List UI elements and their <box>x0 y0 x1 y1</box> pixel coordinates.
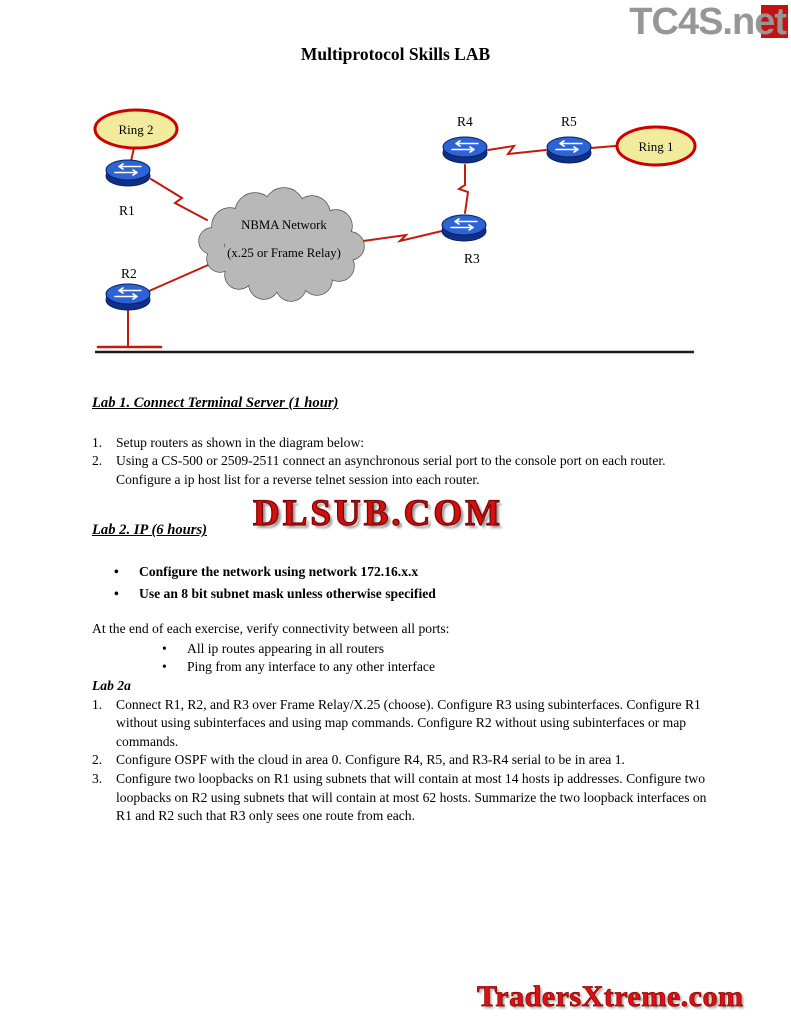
router-r5: R5 <box>546 114 592 164</box>
list-item: 3. Configure two loopbacks on R1 using s… <box>92 770 710 826</box>
bullet-marker: • <box>114 563 119 579</box>
list-item: 2. Configure OSPF with the cloud in area… <box>92 751 710 770</box>
list-number: 2. <box>92 752 103 768</box>
router-r1: R1 <box>105 159 151 218</box>
list-text: All ip routes appearing in all routers <box>187 640 385 656</box>
router-r2-label: R2 <box>121 266 137 281</box>
bullet-marker: • <box>162 640 167 656</box>
cloud-label-line2: (x.25 or Frame Relay) <box>227 246 341 260</box>
list-number: 1. <box>92 696 103 712</box>
list-text: Ping from any interface to any other int… <box>187 659 435 675</box>
list-text: Connect R1, R2, and R3 over Frame Relay/… <box>116 696 701 749</box>
verify-intro: At the end of each exercise, verify conn… <box>92 621 450 637</box>
link-r2-cloud <box>148 261 216 292</box>
brand-red-box <box>761 5 788 38</box>
ring2-label: Ring 2 <box>118 122 153 137</box>
page-title: Multiprotocol Skills LAB <box>300 44 491 64</box>
link-ring2-r1 <box>130 147 135 162</box>
verify-bullet-list: • All ip routes appearing in all routers… <box>92 640 710 677</box>
list-text: Configure the network using network 172.… <box>139 563 419 579</box>
router-r1-label: R1 <box>119 203 135 218</box>
router-r3-label: R3 <box>464 251 480 266</box>
list-text: Setup routers as shown in the diagram be… <box>116 434 365 450</box>
link-r1-cloud <box>150 178 208 221</box>
link-r4-r5 <box>487 144 547 156</box>
lab1-heading: Lab 1. Connect Terminal Server (1 hour) <box>92 395 339 411</box>
ring1-node: Ring 1 <box>615 125 697 167</box>
lab2a-heading: Lab 2a <box>92 677 131 693</box>
link-cloud-r3 <box>355 230 443 243</box>
list-item: • Configure the network using network 17… <box>92 563 710 582</box>
brand-text: TC4S.net <box>629 1 787 43</box>
list-item: • Ping from any interface to any other i… <box>92 658 710 677</box>
list-item: • Use an 8 bit subnet mask unless otherw… <box>92 585 710 604</box>
router-r4-label: R4 <box>457 114 473 129</box>
lab2-bullet-list: • Configure the network using network 17… <box>92 563 710 603</box>
nbma-cloud: NBMA Network (x.25 or Frame Relay) <box>198 187 365 302</box>
link-r4-r3 <box>456 164 470 214</box>
list-number: 3. <box>92 770 103 786</box>
list-text: Using a CS-500 or 2509-2511 connect an a… <box>116 453 666 487</box>
list-item: • All ip routes appearing in all routers <box>92 640 710 659</box>
cloud-label-line1: NBMA Network <box>241 218 327 232</box>
router-r5-label: R5 <box>561 114 577 129</box>
router-r3: R3 <box>441 214 487 266</box>
list-item: 2. Using a CS-500 or 2509-2511 connect a… <box>92 452 710 489</box>
list-text: Configure two loopbacks on R1 using subn… <box>116 770 707 824</box>
router-r2: R2 <box>105 266 151 311</box>
network-diagram: NBMA Network (x.25 or Frame Relay) Ring … <box>93 108 697 354</box>
list-number: 2. <box>92 453 103 469</box>
bullet-marker: • <box>162 659 167 675</box>
link-r5-ring1 <box>590 145 616 149</box>
list-number: 1. <box>92 434 103 450</box>
list-text: Configure OSPF with the cloud in area 0.… <box>116 752 625 768</box>
lab-content: Lab 1. Connect Terminal Server (1 hour) … <box>92 394 710 826</box>
tradersxtreme-watermark: TradersXtreme.com <box>477 980 744 1014</box>
bullet-marker: • <box>114 585 119 601</box>
lab2a-list: 1. Connect R1, R2, and R3 over Frame Rel… <box>92 696 710 826</box>
ring2-node: Ring 2 <box>93 108 179 150</box>
lab2-heading: Lab 2. IP (6 hours) <box>92 522 208 539</box>
list-text: Use an 8 bit subnet mask unless otherwis… <box>139 585 436 601</box>
ring1-label: Ring 1 <box>638 139 673 154</box>
list-item: 1. Setup routers as shown in the diagram… <box>92 434 710 453</box>
router-r4: R4 <box>442 114 488 164</box>
diagram-links <box>96 144 616 349</box>
dlsub-watermark: DLSUB.COM <box>252 492 504 534</box>
list-item: 1. Connect R1, R2, and R3 over Frame Rel… <box>92 696 710 752</box>
tc4s-brand: TC4S.net <box>581 0 791 46</box>
lab1-list: 1. Setup routers as shown in the diagram… <box>92 434 710 490</box>
